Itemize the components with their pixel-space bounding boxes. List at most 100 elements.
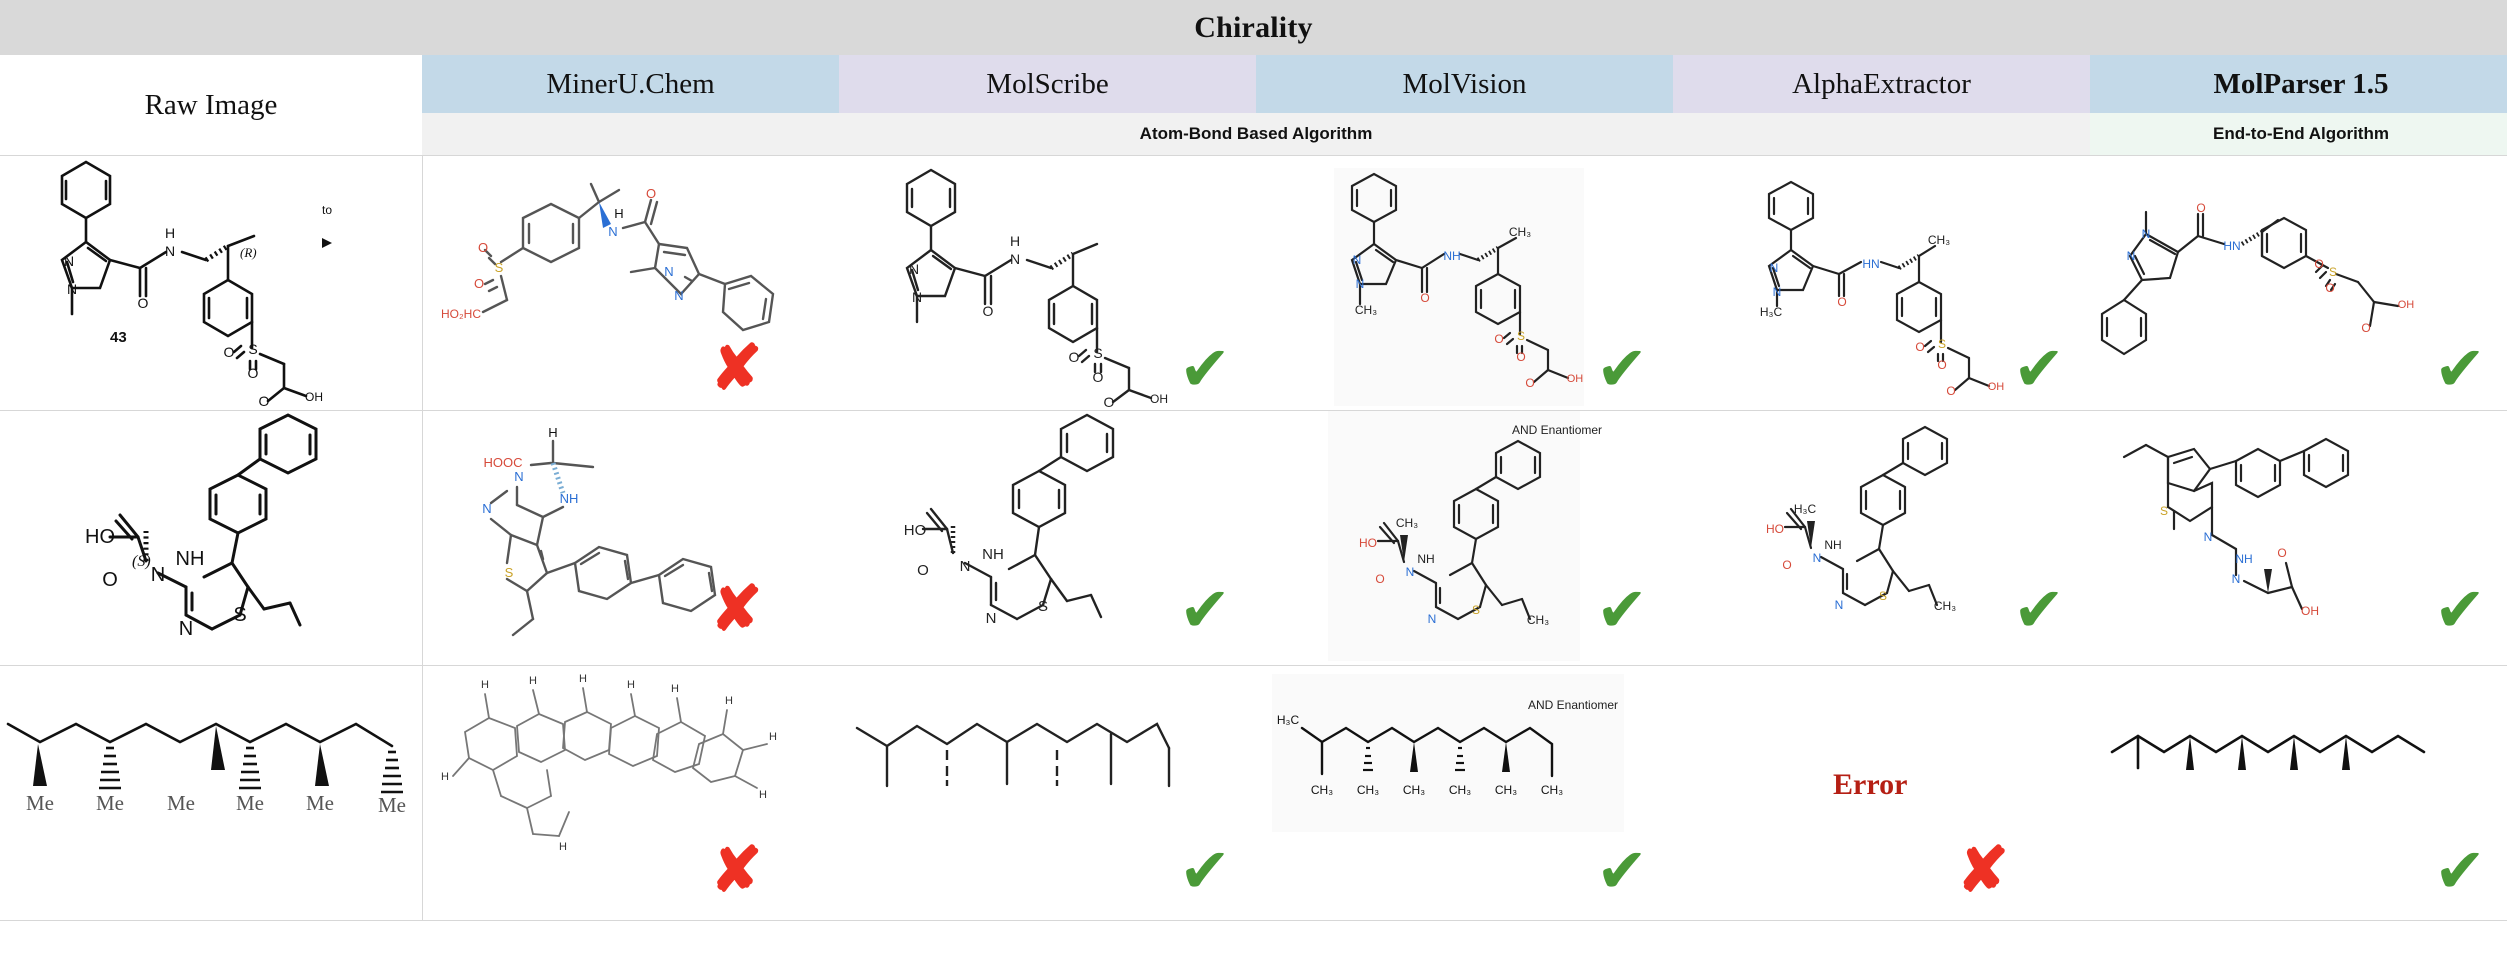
result-cell-mineru-row2: N N S NH H HOOC ✘ [422,410,839,666]
molecule-pred-r2c5: S N N NH O OH ✔ [2090,411,2507,665]
svg-text:O: O [473,276,483,291]
svg-text:N: N [2127,249,2136,263]
svg-text:N: N [1770,261,1779,275]
correct-mark: ✔ [1596,332,1648,405]
svg-text:O: O [645,186,655,201]
correct-mark: ✔ [2434,834,2486,907]
svg-text:NH: NH [2235,552,2252,566]
svg-text:H: H [671,683,679,695]
svg-text:O: O [138,295,149,311]
svg-text:S: S [1038,598,1048,615]
svg-text:H: H [769,731,777,743]
and-enantiomer-label: AND Enantiomer [1528,698,1619,712]
raw-image-cell-row2: HO O NH N N S (S) [0,410,423,666]
svg-text:H: H [627,679,635,691]
svg-text:S: S [504,565,513,580]
correct-mark: ✔ [2013,573,2065,646]
column-header-molparser[interactable]: MolParser 1.5 [2090,55,2507,113]
svg-text:CH₃: CH₃ [1449,783,1471,797]
table-row: HO O NH N N S (S) [0,410,2507,666]
atom-bond-label: Atom-Bond Based Algorithm [1139,124,1373,143]
header-label: MinerU.Chem [546,67,715,100]
column-header-raw-image: Raw Image [0,55,422,156]
svg-text:CH₃: CH₃ [1495,783,1517,797]
svg-text:O: O [1525,376,1534,390]
svg-text:OH: OH [1988,381,2005,393]
svg-text:CH₃: CH₃ [1541,783,1563,797]
algorithm-type-row: Atom-Bond Based Algorithm End-to-End Alg… [0,113,2507,156]
svg-text:H₃C: H₃C [1760,305,1783,319]
svg-text:H: H [441,771,449,783]
svg-text:N: N [1356,277,1365,291]
svg-text:O: O [1782,558,1791,572]
stray-text: to [322,203,332,217]
column-header-molvision[interactable]: MolVision [1256,55,1673,113]
svg-text:H: H [559,841,567,853]
svg-text:N: N [165,243,175,259]
raw-image-label: Raw Image [144,88,278,121]
result-cell-alphaextractor-row2: HO O NH N N S H₃C CH₃ ✔ [1673,410,2090,666]
svg-text:N: N [674,288,683,303]
molecule-pred-r2c3: AND Enantiomer [1256,411,1673,665]
svg-text:N: N [960,558,971,575]
svg-text:OH: OH [2301,604,2319,618]
result-cell-alphaextractor-row3: Error ✘ [1673,665,2090,921]
compound-number: 43 [110,329,127,346]
column-header-mineru-chem[interactable]: MinerU.Chem [422,55,839,113]
svg-text:H₃C: H₃C [1277,713,1300,727]
result-cell-molscribe-row3: ✔ [839,665,1256,921]
comparison-table: Raw Image MinerU.Chem MolScribe MolVisio… [0,55,2507,921]
svg-text:O: O [917,562,929,579]
incorrect-mark: ✘ [710,575,763,644]
svg-text:OH: OH [1567,373,1584,385]
incorrect-mark: ✘ [710,836,763,905]
svg-text:OH: OH [1150,392,1168,406]
svg-text:O: O [1946,384,1955,398]
svg-text:HO: HO [1766,522,1784,536]
svg-text:N: N [179,618,193,640]
svg-text:O: O [1069,349,1080,365]
svg-text:O: O [1104,394,1115,410]
svg-text:N: N [1773,285,1782,299]
svg-text:N: N [1835,598,1844,612]
svg-text:OH: OH [2398,299,2415,311]
svg-text:H: H [725,695,733,707]
svg-text:S: S [1938,337,1946,351]
svg-text:O: O [1837,295,1846,309]
svg-text:O: O [1093,369,1104,385]
svg-text:CH₃: CH₃ [1928,233,1950,247]
molecule-box [1334,168,1584,406]
svg-text:S: S [248,341,257,357]
column-header-molscribe[interactable]: MolScribe [839,55,1256,113]
svg-text:NH: NH [176,548,205,570]
molecule-pred-r3c3: AND Enantiomer [1256,666,1673,920]
svg-text:NH: NH [982,546,1004,563]
column-header-alphaextractor[interactable]: AlphaExtractor [1673,55,2090,113]
svg-text:N: N [482,501,491,516]
svg-text:O: O [477,240,487,255]
molecule-pred-r3c2: ✔ [839,666,1256,920]
svg-text:N: N [2142,227,2151,241]
svg-text:O: O [224,344,235,360]
svg-text:(S): (S) [132,553,151,570]
svg-text:N: N [514,469,523,484]
svg-text:O: O [1915,340,1924,354]
molecule-box [1272,674,1624,832]
svg-text:O: O [2314,257,2323,271]
header-label: MolVision [1402,67,1527,100]
svg-text:Me: Me [96,791,124,815]
svg-text:NH: NH [559,491,578,506]
svg-text:O: O [1516,350,1525,364]
svg-text:O: O [2277,546,2286,560]
svg-text:NH: NH [1417,552,1434,566]
svg-text:N: N [67,281,77,297]
